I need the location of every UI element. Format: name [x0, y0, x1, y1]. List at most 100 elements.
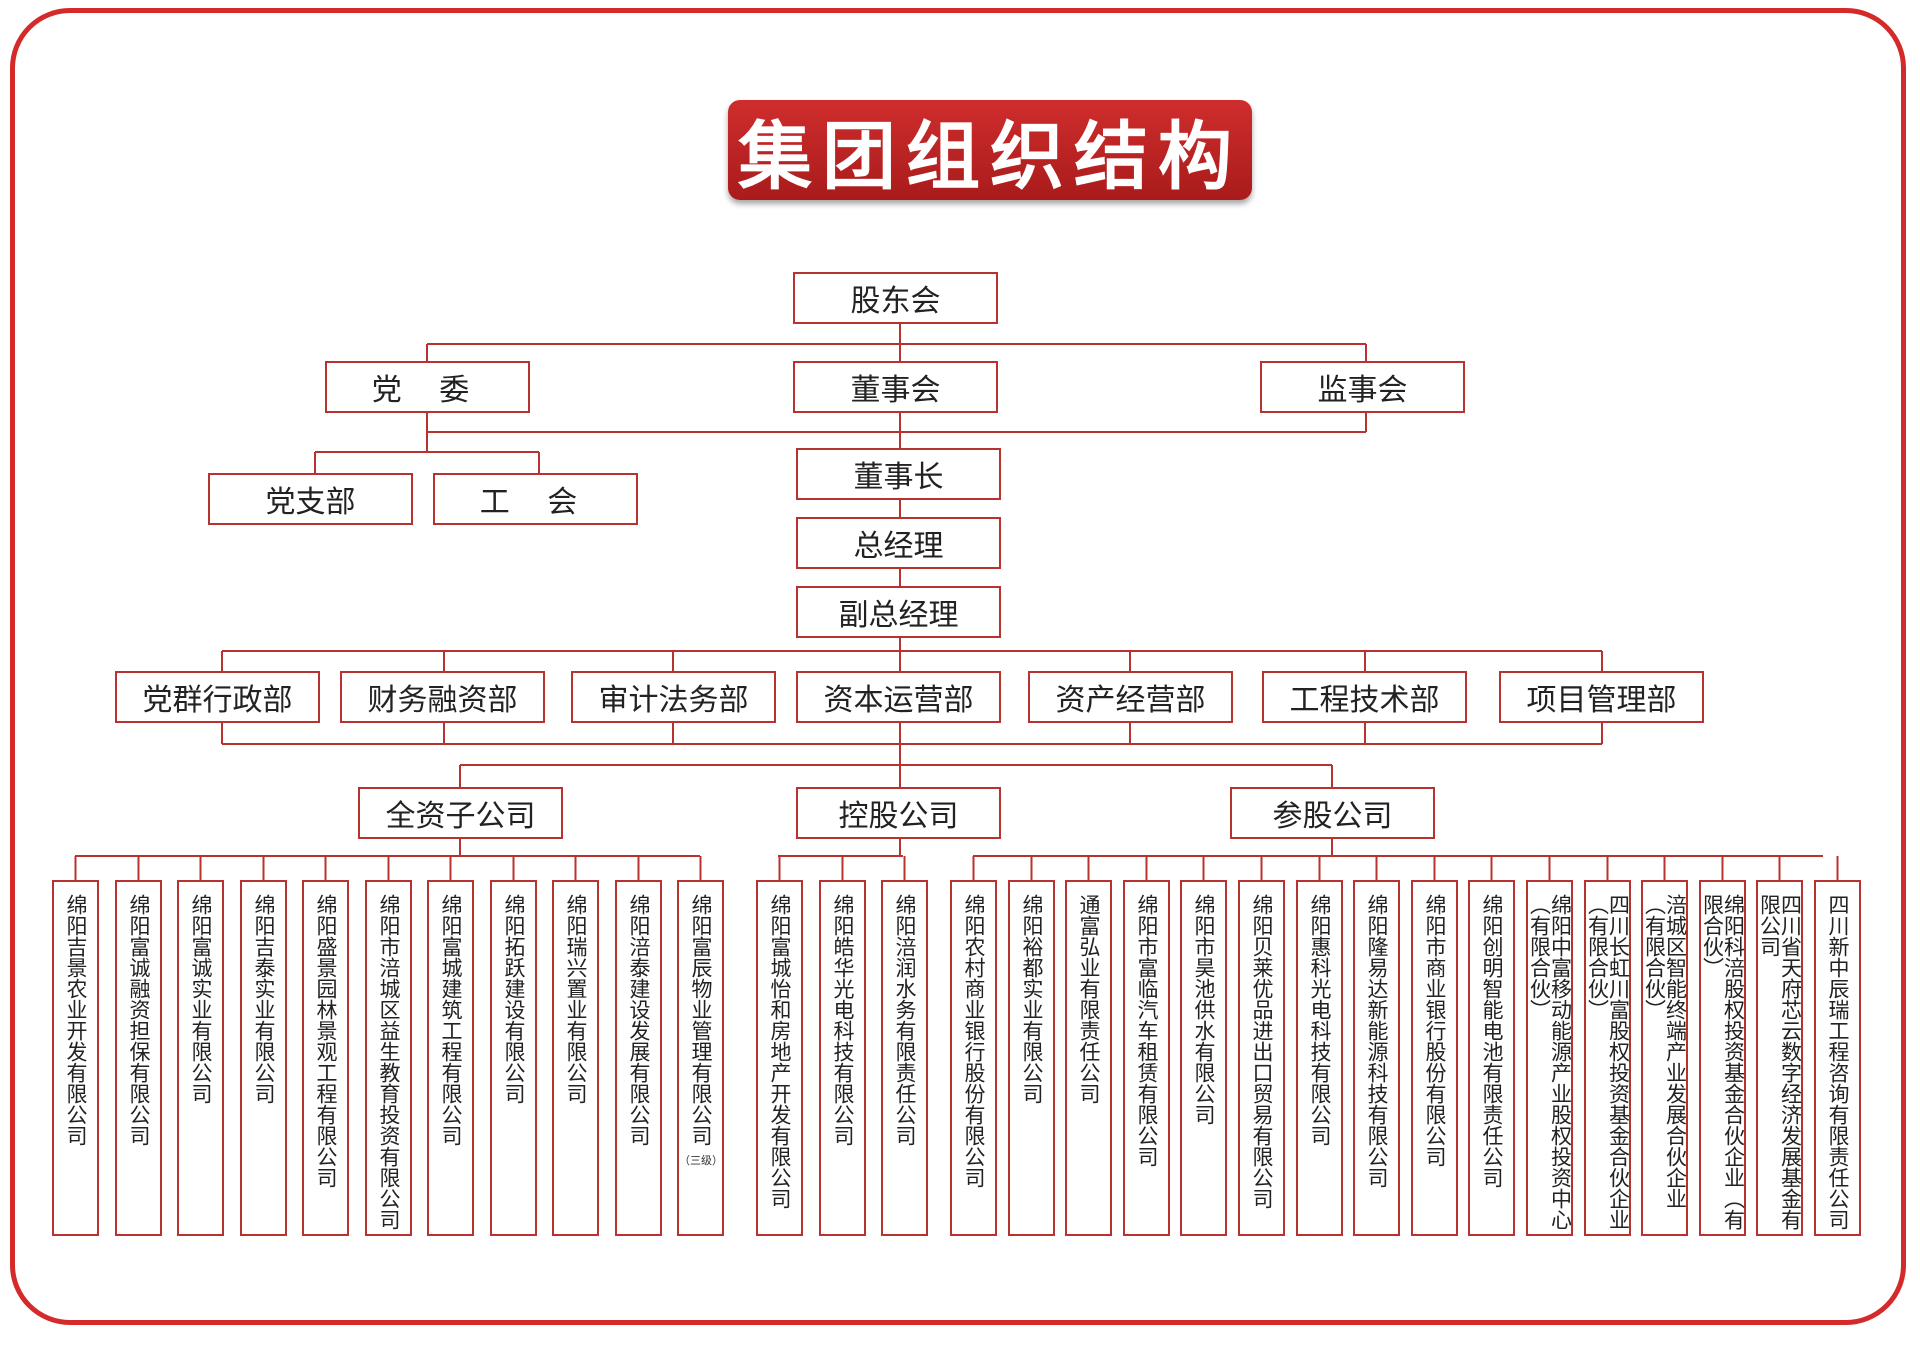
company-box: 绵阳涪润水务有限责任公司 — [881, 880, 928, 1236]
company-box: 绵阳惠科光电科技有限公司 — [1296, 880, 1343, 1236]
company-box: 绵阳皓华光电科技有限公司 — [819, 880, 866, 1236]
department-box: 资本运营部 — [796, 671, 1001, 723]
department-box: 审计法务部 — [571, 671, 776, 723]
company-name: 绵阳涪泰建设发展有限公司 — [627, 894, 651, 1146]
company-name: 绵阳吉泰实业有限公司 — [252, 894, 276, 1104]
page-title: 集团组织结构 — [738, 113, 1242, 200]
company-box-inner: 绵阳市涪城区益生教育投资有限公司 — [377, 894, 401, 1234]
company-name: 绵阳市富临汽车租赁有限公司 — [1135, 894, 1159, 1167]
company-box-inner: 四川长虹川富股权投资基金合伙企业（有限合伙） — [1585, 894, 1631, 1234]
company-box: 绵阳市富临汽车租赁有限公司 — [1123, 880, 1170, 1236]
company-box: 绵阳市昊池供水有限公司 — [1180, 880, 1227, 1236]
node-chairman: 董事长 — [796, 448, 1001, 500]
company-box: 绵阳创明智能电池有限责任公司 — [1468, 880, 1515, 1236]
company-name: 绵阳中富移动能源产业股权投资中心（有限合伙） — [1527, 894, 1573, 1230]
company-box-inner: 绵阳创明智能电池有限责任公司 — [1480, 894, 1504, 1234]
company-box: 绵阳瑞兴置业有限公司 — [552, 880, 599, 1236]
company-name: 绵阳贝莱优品进出口贸易有限公司 — [1250, 894, 1274, 1209]
group-holding: 控股公司 — [796, 787, 1001, 839]
company-name: 四川新中辰瑞工程咨询有限责任公司 — [1826, 894, 1850, 1230]
company-box-inner: 绵阳富城建筑工程有限公司 — [439, 894, 463, 1234]
company-box: 四川新中辰瑞工程咨询有限责任公司 — [1814, 880, 1861, 1236]
company-box: 绵阳富城建筑工程有限公司 — [427, 880, 474, 1236]
company-box: 绵阳贝莱优品进出口贸易有限公司 — [1238, 880, 1285, 1236]
company-box: 绵阳隆易达新能源科技有限公司 — [1353, 880, 1400, 1236]
company-box-inner: 绵阳市商业银行股份有限公司 — [1423, 894, 1447, 1234]
title-banner: 集团组织结构 — [728, 100, 1252, 200]
company-box-inner: 绵阳富辰物业管理有限公司 （三级） — [679, 894, 723, 1234]
company-box: 通富弘业有限责任公司 — [1065, 880, 1112, 1236]
company-name: 绵阳吉景农业开发有限公司 — [64, 894, 88, 1146]
company-name: 四川长虹川富股权投资基金合伙企业（有限合伙） — [1585, 894, 1631, 1230]
company-name: 绵阳市商业银行股份有限公司 — [1423, 894, 1447, 1167]
company-name: 绵阳富辰物业管理有限公司 — [689, 894, 713, 1146]
company-name: 绵阳富诚融资担保有限公司 — [127, 894, 151, 1146]
company-box-inner: 绵阳皓华光电科技有限公司 — [831, 894, 855, 1234]
company-name: 绵阳市昊池供水有限公司 — [1192, 894, 1216, 1125]
department-box: 项目管理部 — [1499, 671, 1704, 723]
company-name: 绵阳惠科光电科技有限公司 — [1308, 894, 1332, 1146]
company-name: 绵阳科涪股权投资基金合伙企业（有限合伙） — [1700, 894, 1746, 1230]
company-box: 绵阳科涪股权投资基金合伙企业（有限合伙） — [1699, 880, 1746, 1236]
company-box-inner: 绵阳贝莱优品进出口贸易有限公司 — [1250, 894, 1274, 1234]
company-box-inner: 绵阳富诚实业有限公司 — [189, 894, 213, 1234]
node-shareholders: 股东会 — [793, 272, 998, 324]
company-box: 四川省天府芯云数字经济发展基金有限公司 — [1756, 880, 1803, 1236]
company-box-inner: 绵阳涪泰建设发展有限公司 — [627, 894, 651, 1234]
company-box-inner: 绵阳涪润水务有限责任公司 — [893, 894, 917, 1234]
company-name: 四川省天府芯云数字经济发展基金有限公司 — [1757, 894, 1803, 1230]
node-general-manager: 总经理 — [796, 517, 1001, 569]
department-box: 财务融资部 — [340, 671, 545, 723]
department-box: 党群行政部 — [115, 671, 320, 723]
company-box-inner: 绵阳富城怡和房地产开发有限公司 — [768, 894, 792, 1234]
company-box: 绵阳吉景农业开发有限公司 — [52, 880, 99, 1236]
company-box-inner: 绵阳吉泰实业有限公司 — [252, 894, 276, 1234]
group-wholly-owned: 全资子公司 — [358, 787, 563, 839]
company-box: 绵阳涪泰建设发展有限公司 — [615, 880, 662, 1236]
node-party-committee: 党 委 — [325, 361, 530, 413]
company-box: 绵阳裕都实业有限公司 — [1008, 880, 1055, 1236]
company-name: 绵阳隆易达新能源科技有限公司 — [1365, 894, 1389, 1188]
company-box: 四川长虹川富股权投资基金合伙企业（有限合伙） — [1584, 880, 1631, 1236]
company-box: 绵阳盛景园林景观工程有限公司 — [302, 880, 349, 1236]
company-box-inner: 四川省天府芯云数字经济发展基金有限公司 — [1757, 894, 1803, 1234]
company-box: 绵阳富诚实业有限公司 — [177, 880, 224, 1236]
company-box: 绵阳富城怡和房地产开发有限公司 — [756, 880, 803, 1236]
company-name: 绵阳拓跃建设有限公司 — [502, 894, 526, 1104]
company-box: 绵阳市涪城区益生教育投资有限公司 — [365, 880, 412, 1236]
node-board: 董事会 — [793, 361, 998, 413]
company-name: 绵阳富城怡和房地产开发有限公司 — [768, 894, 792, 1209]
company-box-inner: 绵阳市富临汽车租赁有限公司 — [1135, 894, 1159, 1234]
group-participating: 参股公司 — [1230, 787, 1435, 839]
company-name: 涪城区智能终端产业发展合伙企业（有限合伙） — [1642, 894, 1688, 1209]
company-name: 绵阳裕都实业有限公司 — [1020, 894, 1044, 1104]
department-box: 资产经营部 — [1028, 671, 1233, 723]
company-box: 绵阳富辰物业管理有限公司 （三级） — [677, 880, 724, 1236]
company-box: 绵阳市商业银行股份有限公司 — [1411, 880, 1458, 1236]
company-box-inner: 通富弘业有限责任公司 — [1077, 894, 1101, 1234]
node-union: 工 会 — [433, 473, 638, 525]
node-supervisors: 监事会 — [1260, 361, 1465, 413]
company-box: 涪城区智能终端产业发展合伙企业（有限合伙） — [1641, 880, 1688, 1236]
company-name: 绵阳瑞兴置业有限公司 — [564, 894, 588, 1104]
company-name: 绵阳富诚实业有限公司 — [189, 894, 213, 1104]
company-box: 绵阳中富移动能源产业股权投资中心（有限合伙） — [1526, 880, 1573, 1236]
company-name: 绵阳皓华光电科技有限公司 — [831, 894, 855, 1146]
company-note: （三级） — [679, 1154, 723, 1167]
company-box-inner: 绵阳科涪股权投资基金合伙企业（有限合伙） — [1700, 894, 1746, 1234]
node-deputy-gm: 副总经理 — [796, 586, 1001, 638]
company-box-inner: 绵阳盛景园林景观工程有限公司 — [314, 894, 338, 1234]
company-box-inner: 绵阳惠科光电科技有限公司 — [1308, 894, 1332, 1234]
company-name: 绵阳盛景园林景观工程有限公司 — [314, 894, 338, 1188]
company-box-inner: 绵阳裕都实业有限公司 — [1020, 894, 1044, 1234]
company-box-inner: 绵阳市昊池供水有限公司 — [1192, 894, 1216, 1234]
company-box-inner: 绵阳拓跃建设有限公司 — [502, 894, 526, 1234]
company-box-inner: 绵阳吉景农业开发有限公司 — [64, 894, 88, 1234]
page-frame — [10, 8, 1906, 1325]
company-box: 绵阳农村商业银行股份有限公司 — [950, 880, 997, 1236]
company-box: 绵阳富诚融资担保有限公司 — [115, 880, 162, 1236]
company-box-inner: 绵阳富诚融资担保有限公司 — [127, 894, 151, 1234]
company-box-inner: 绵阳农村商业银行股份有限公司 — [962, 894, 986, 1234]
company-name: 通富弘业有限责任公司 — [1077, 894, 1101, 1104]
